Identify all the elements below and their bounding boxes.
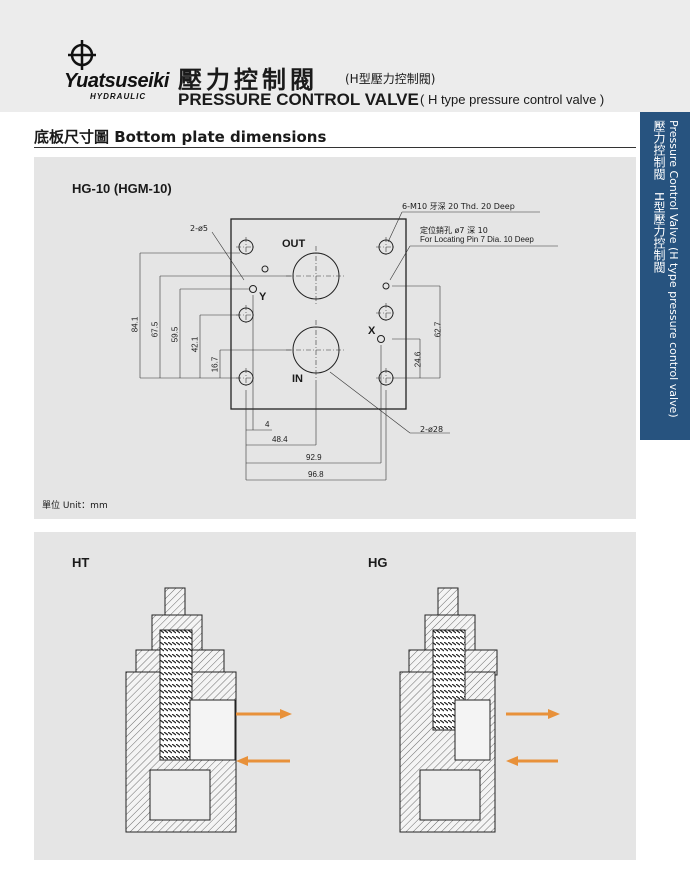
in-port-label: IN: [292, 373, 303, 385]
section-divider: [34, 147, 636, 148]
header-band: [0, 0, 690, 112]
pin-hole: [261, 265, 269, 273]
dim-96-8: 96.8: [308, 470, 324, 479]
section-title: 底板尺寸圖 Bottom plate dimensions: [34, 128, 327, 146]
side-tab-en: Pressure Control Valve (H type pressure …: [667, 120, 680, 418]
pin-note-en: For Locating Pin 7 Dia. 10 Deep: [420, 235, 534, 244]
thread-note: 6-M10 牙深 20 Thd. 20 Deep: [402, 202, 515, 211]
title-zh: 壓力控制閥: [178, 66, 318, 94]
big-holes-note: 2-ø28: [420, 425, 444, 434]
hg-section-view: [399, 587, 498, 833]
side-tab: [640, 112, 690, 440]
unit-label: 單位 Unit：mm: [42, 501, 108, 511]
model-label: HG-10 (HGM-10): [72, 181, 172, 196]
title-zh-sub: (H型壓力控制閥): [345, 72, 436, 86]
brand-sub: HYDRAULIC: [90, 92, 147, 101]
x-port-label: X: [368, 325, 376, 337]
title-en-sub: ( H type pressure control valve ): [420, 92, 605, 107]
out-port-label: OUT: [282, 238, 306, 250]
y-port-label: Y: [259, 291, 267, 303]
side-tab-zh: 壓力控制閥 H型壓力控制閥: [652, 120, 666, 274]
ht-label: HT: [72, 555, 90, 570]
dim-48-4: 48.4: [272, 435, 288, 444]
plate-outline: [230, 218, 407, 410]
brand-logo-icon: [68, 40, 96, 70]
flow-arrows: [236, 709, 560, 766]
brand-name: Yuatsuseiki: [64, 70, 169, 92]
ht-section-view: [125, 587, 237, 833]
pin-hole: [382, 282, 390, 290]
hg-label: HG: [368, 555, 388, 570]
dim-92-9: 92.9: [306, 453, 322, 462]
pin-note-zh: 定位銷孔 ø7 深 10: [420, 226, 488, 235]
dim-4: 4: [265, 420, 270, 429]
small-holes-note: 2-ø5: [190, 224, 208, 233]
x-port-hole: [377, 335, 385, 343]
title-en: PRESSURE CONTROL VALVE: [178, 90, 419, 109]
